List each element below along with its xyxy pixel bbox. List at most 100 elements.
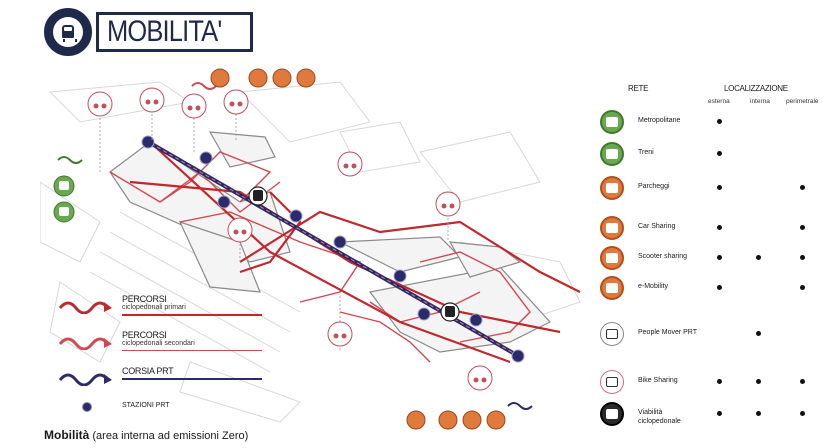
dot-perimetrale xyxy=(800,185,805,190)
header: MOBILITA' xyxy=(44,8,253,56)
dot-esterna xyxy=(717,285,722,290)
row-label: Scooter sharing xyxy=(638,253,688,260)
scooter-icon xyxy=(272,68,292,88)
prt-station xyxy=(289,209,303,223)
map-svg xyxy=(39,68,581,430)
orange-services-top xyxy=(191,68,316,90)
bike-sharing-icon xyxy=(600,370,624,394)
bike-sharing-icon xyxy=(435,191,461,217)
table-row: Treni xyxy=(600,142,836,176)
table-row: Bike Sharing xyxy=(600,370,836,404)
table-row: Viabilità ciclopedonale xyxy=(600,402,836,436)
bike-sharing-icon xyxy=(337,151,363,177)
row-label: e-Mobility xyxy=(638,283,668,290)
e-mobility-icon xyxy=(296,68,316,88)
secondary-route-line xyxy=(122,350,262,351)
bike-sharing-icon xyxy=(227,217,253,243)
page-title: MOBILITA' xyxy=(107,15,222,48)
dot-esterna xyxy=(717,379,722,384)
legend-stations-label: STAZIONI PRT xyxy=(122,402,170,409)
legend-primary-routes: PERCORSI ciclopedonali primari xyxy=(58,290,268,326)
dot-perimetrale xyxy=(800,285,805,290)
dot-esterna xyxy=(717,411,722,416)
dot-esterna xyxy=(717,119,722,124)
parking-icon xyxy=(600,176,624,200)
mobility-table: RETE LOCALIZZAZIONE esterna interna peri… xyxy=(600,76,836,436)
train-icon xyxy=(600,142,624,166)
bike-sharing-icon xyxy=(87,91,113,117)
title-box: MOBILITA' xyxy=(96,12,253,52)
bus-icon xyxy=(62,25,77,42)
primary-route-arrow-icon xyxy=(58,301,112,314)
table-row: People Mover PRT xyxy=(600,322,836,356)
prt-station xyxy=(199,151,213,165)
primary-routes xyxy=(129,141,581,364)
bike-sharing-icon xyxy=(223,89,249,115)
prt-station xyxy=(141,135,155,149)
legend-secondary-sub: ciclopedonali secondari xyxy=(122,340,195,347)
table-row: Scooter sharing xyxy=(600,246,836,280)
dot-esterna xyxy=(717,225,722,230)
col-localizzazione: LOCALIZZAZIONE xyxy=(724,84,788,93)
row-label: Parcheggi xyxy=(638,183,670,190)
table-row: Metropolitane xyxy=(600,110,836,144)
dot-interna xyxy=(756,255,761,260)
prt-station xyxy=(417,307,431,321)
orange-services-bottom xyxy=(406,402,533,430)
legend-prt: CORSIA PRT xyxy=(58,362,268,398)
map-legend: PERCORSI ciclopedonali primari PERCORSI … xyxy=(58,290,268,418)
people-mover-icons xyxy=(248,186,460,322)
sub-esterna: esterna xyxy=(708,98,730,105)
scooter-icon xyxy=(462,410,482,430)
row-label: Car Sharing xyxy=(638,223,676,230)
legend-primary-title: PERCORSI xyxy=(122,294,167,304)
sub-interna: interna xyxy=(750,98,770,105)
site-map xyxy=(39,62,600,432)
dot-perimetrale xyxy=(800,225,805,230)
prt-station xyxy=(393,269,407,283)
bike-sharing-icon xyxy=(181,93,207,119)
car-sharing-icon xyxy=(248,68,268,88)
prt-station xyxy=(469,313,483,327)
prt-arrow-icon xyxy=(58,373,112,386)
bike-sharing-icon xyxy=(327,321,353,347)
dot-interna xyxy=(756,411,761,416)
prt-station xyxy=(511,349,525,363)
sub-perimetrale: perimetrale xyxy=(786,98,819,105)
caption: Mobilità (area interna ad emissioni Zero… xyxy=(44,428,248,442)
prt-line xyxy=(122,378,262,380)
dot-perimetrale xyxy=(800,379,805,384)
row-label: Bike Sharing xyxy=(638,377,678,384)
legend-prt-title: CORSIA PRT xyxy=(122,366,174,376)
row-label: People Mover PRT xyxy=(638,329,698,336)
col-rete: RETE xyxy=(628,84,649,93)
bike-sharing-icon xyxy=(467,365,493,391)
dot-perimetrale xyxy=(800,255,805,260)
table-row: Car Sharing xyxy=(600,216,836,250)
prt-station-icon xyxy=(82,402,92,412)
dot-esterna xyxy=(717,185,722,190)
dot-interna xyxy=(756,379,761,384)
people-mover-icon xyxy=(600,322,624,346)
table-row: Parcheggi xyxy=(600,176,836,210)
bike-sharing-markers xyxy=(87,87,493,391)
parking-icon xyxy=(210,68,230,88)
dot-interna xyxy=(756,331,761,336)
dot-esterna xyxy=(717,151,722,156)
metro-icon xyxy=(600,110,624,134)
green-transit xyxy=(53,156,83,223)
e-mobility-icon xyxy=(600,276,624,300)
row-label: Viabilità ciclopedonale xyxy=(638,409,681,425)
secondary-route-arrow-icon xyxy=(58,337,112,350)
legend-primary-sub: ciclopedonali primari xyxy=(122,304,186,311)
caption-bold: Mobilità xyxy=(44,428,90,442)
prt-station xyxy=(217,195,231,209)
pedestrian-bike-icon xyxy=(600,402,624,426)
legend-stations: STAZIONI PRT xyxy=(58,398,268,418)
prt-corridor-dash xyxy=(144,139,521,358)
table-row: e-Mobility xyxy=(600,276,836,310)
scooter-icon xyxy=(600,246,624,270)
prt-stations xyxy=(141,135,525,363)
bike-sharing-icon xyxy=(139,87,165,113)
mobility-logo xyxy=(44,8,92,56)
